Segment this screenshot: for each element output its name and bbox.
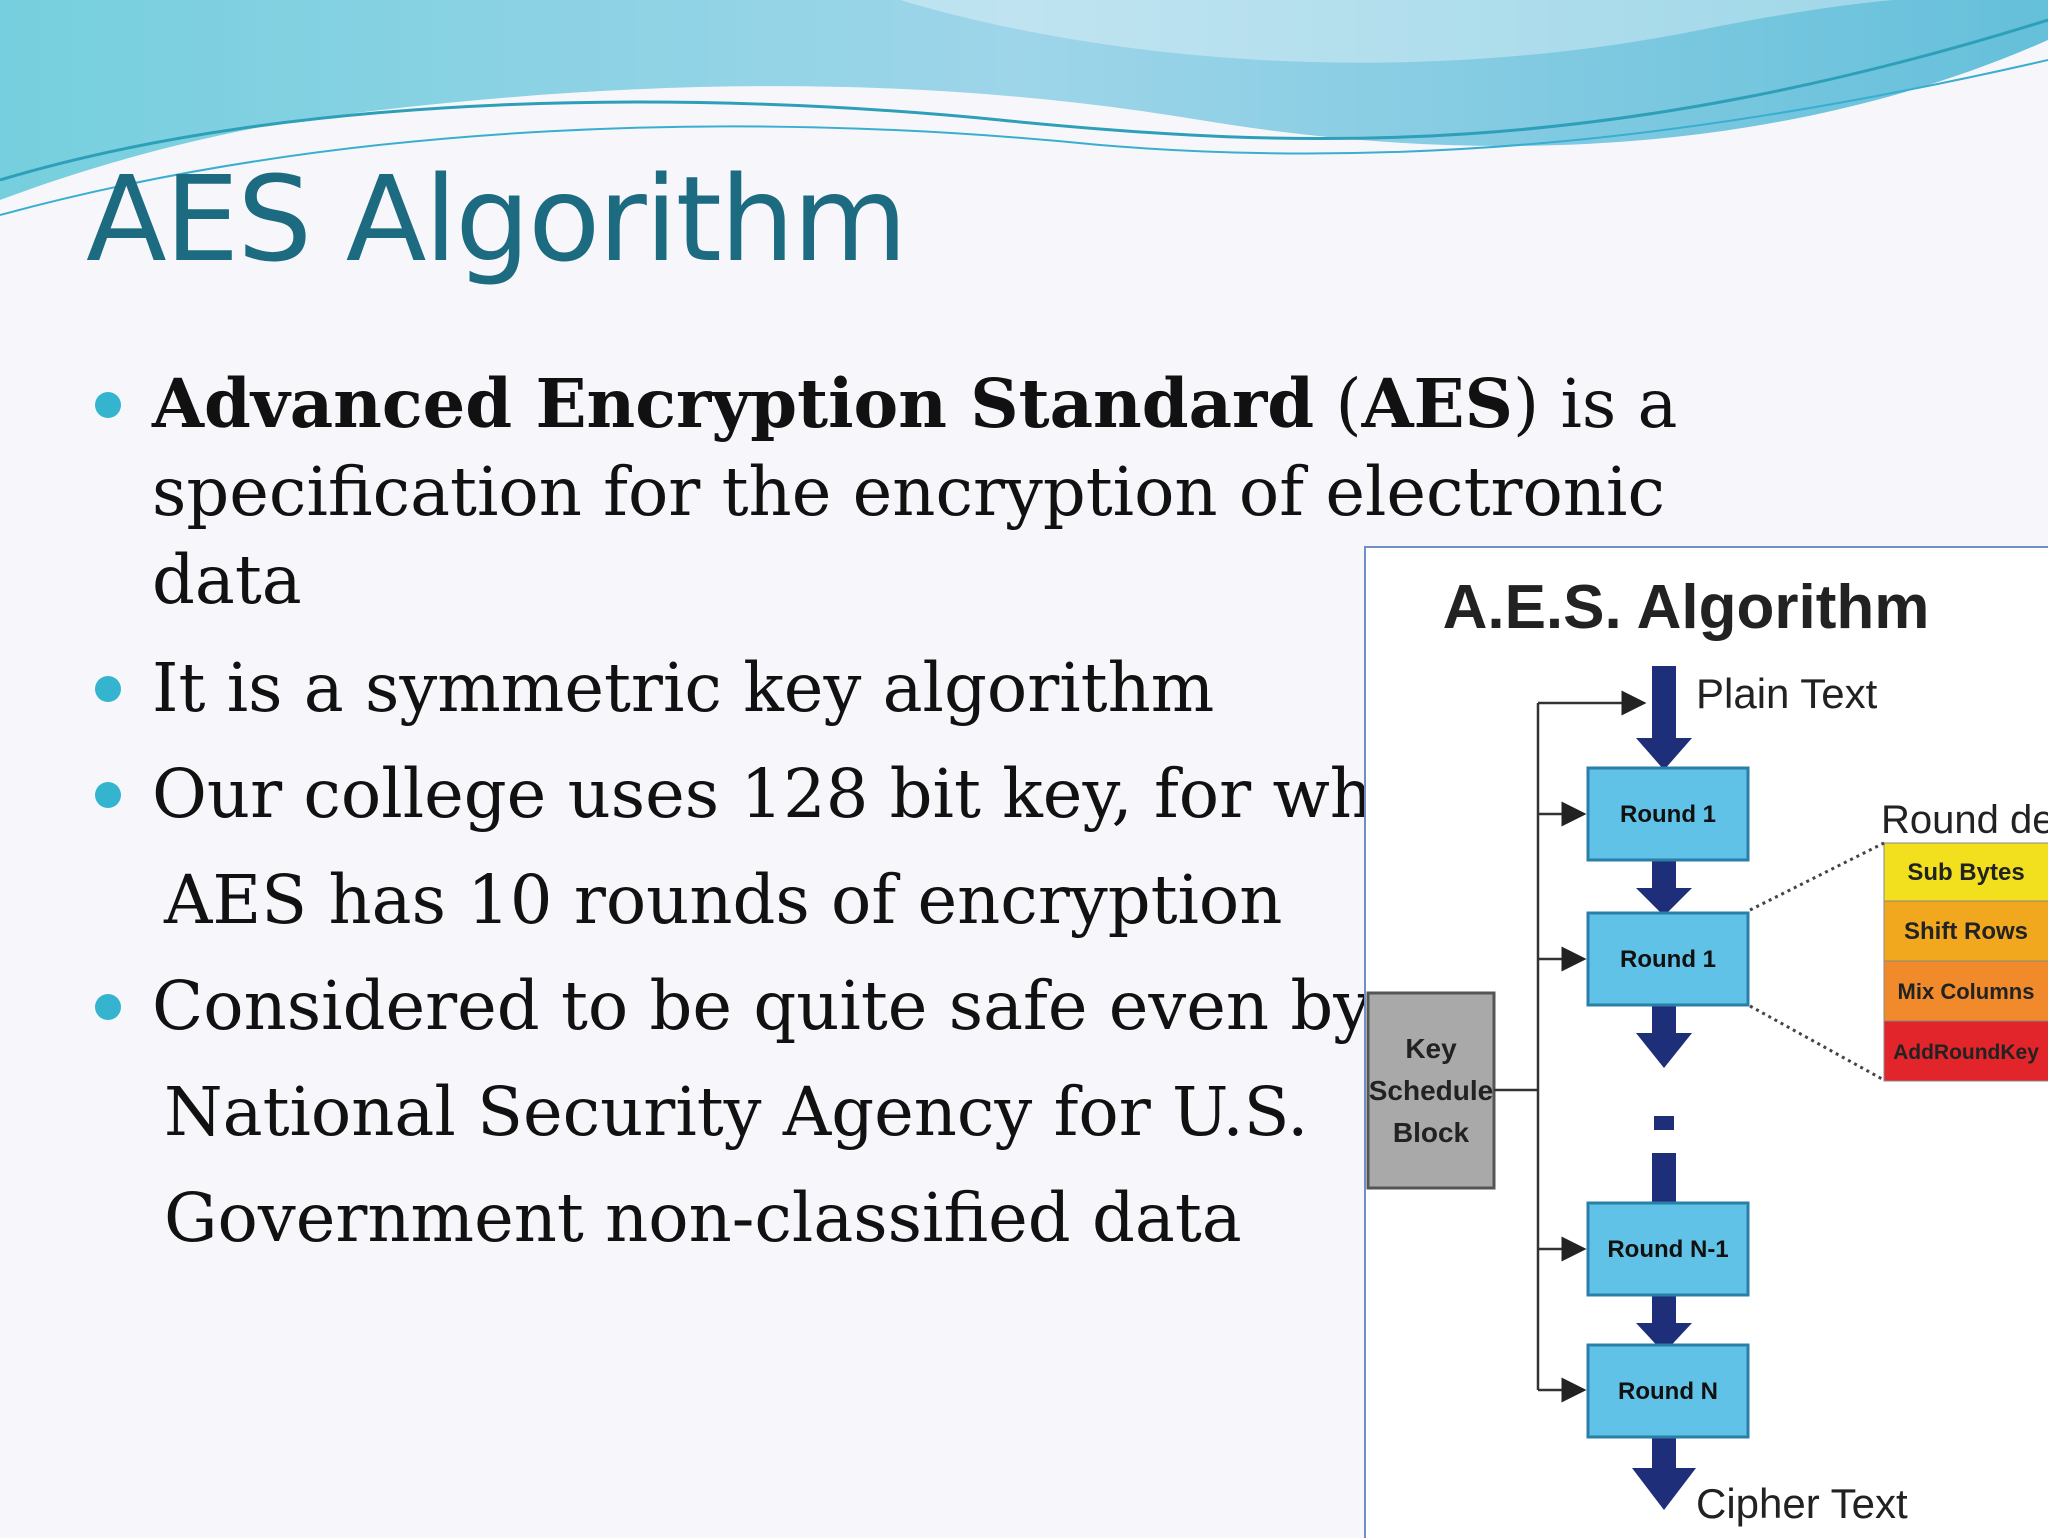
bullet-list: Advanced Encryption Standard (AES) is a …	[95, 360, 1715, 1262]
key-label: Key	[1405, 1033, 1457, 1064]
key-lines	[1494, 690, 1647, 1403]
flow-arrows	[1632, 666, 1696, 1510]
step-label: Mix Columns	[1898, 979, 2035, 1004]
bold-term: Advanced Encryption Standard	[152, 364, 1315, 443]
plain-text-label: Plain Text	[1696, 670, 1878, 717]
bullet-icon	[95, 676, 121, 702]
bullet-text: ) is a	[1513, 365, 1678, 443]
round-box: Round 1	[1586, 911, 1750, 1007]
round-detail-step: AddRoundKey	[1883, 1020, 2048, 1082]
round-detail-title: Round detail	[1881, 798, 2048, 842]
step-label: AddRoundKey	[1893, 1041, 2039, 1064]
round-label: Round 1	[1620, 801, 1716, 828]
header-wave-decoration	[0, 0, 2048, 216]
bold-acronym: AES	[1361, 364, 1514, 443]
round-label: Round 1	[1620, 946, 1716, 973]
bullet-line: Our college uses 128 bit key, for which	[152, 755, 1476, 833]
round-detail-step: Shift Rows	[1883, 900, 2048, 962]
bullet-icon	[95, 392, 121, 418]
round-label: Round N-1	[1607, 1236, 1728, 1263]
bullet-line: It is a symmetric key algorithm	[152, 649, 1215, 727]
round-detail-step: Mix Columns	[1883, 960, 2048, 1022]
round-box: Round 1	[1586, 766, 1750, 862]
bullet-line: Considered to be quite safe even by	[152, 967, 1372, 1045]
bullet-text: (	[1314, 365, 1362, 443]
bullet-item: Advanced Encryption Standard (AES) is a …	[95, 360, 1715, 624]
round-box: Round N	[1586, 1343, 1750, 1439]
key-schedule-block: Key Schedule Block	[1366, 991, 1496, 1190]
detail-connectors	[1749, 841, 1885, 1082]
key-label: Schedule	[1369, 1075, 1493, 1106]
step-label: Sub Bytes	[1907, 859, 2024, 886]
bullet-line: AES has 10 rounds of encryption	[164, 861, 1283, 939]
step-label: Shift Rows	[1904, 918, 2028, 945]
round-box: Round N-1	[1586, 1201, 1750, 1297]
bullet-line: Advanced Encryption Standard (AES) is a	[152, 360, 1715, 448]
bullet-line: National Security Agency for U.S.	[164, 1073, 1309, 1151]
bullet-item: Our college uses 128 bit key, for which …	[95, 750, 1715, 944]
bullet-line: specification for the encryption of elec…	[152, 453, 1665, 619]
bullet-icon	[95, 994, 121, 1020]
round-detail-step: Sub Bytes	[1883, 842, 2048, 902]
bullet-line: Government non-classified data	[164, 1179, 1242, 1257]
key-label: Block	[1393, 1117, 1470, 1148]
aes-diagram: A.E.S. Algorithm Plain Text Cipher Text …	[1366, 573, 2048, 1527]
round-label: Round N	[1618, 1378, 1718, 1405]
aes-diagram-image: A.E.S. Algorithm Plain Text Cipher Text …	[1364, 546, 2048, 1538]
bullet-item: It is a symmetric key algorithm	[95, 644, 1715, 732]
slide-title: AES Algorithm	[86, 150, 908, 288]
cipher-text-label: Cipher Text	[1696, 1480, 1908, 1527]
diagram-title: A.E.S. Algorithm	[1443, 573, 1930, 642]
bullet-item: Considered to be quite safe even by Nati…	[95, 962, 1715, 1262]
bullet-icon	[95, 782, 121, 808]
